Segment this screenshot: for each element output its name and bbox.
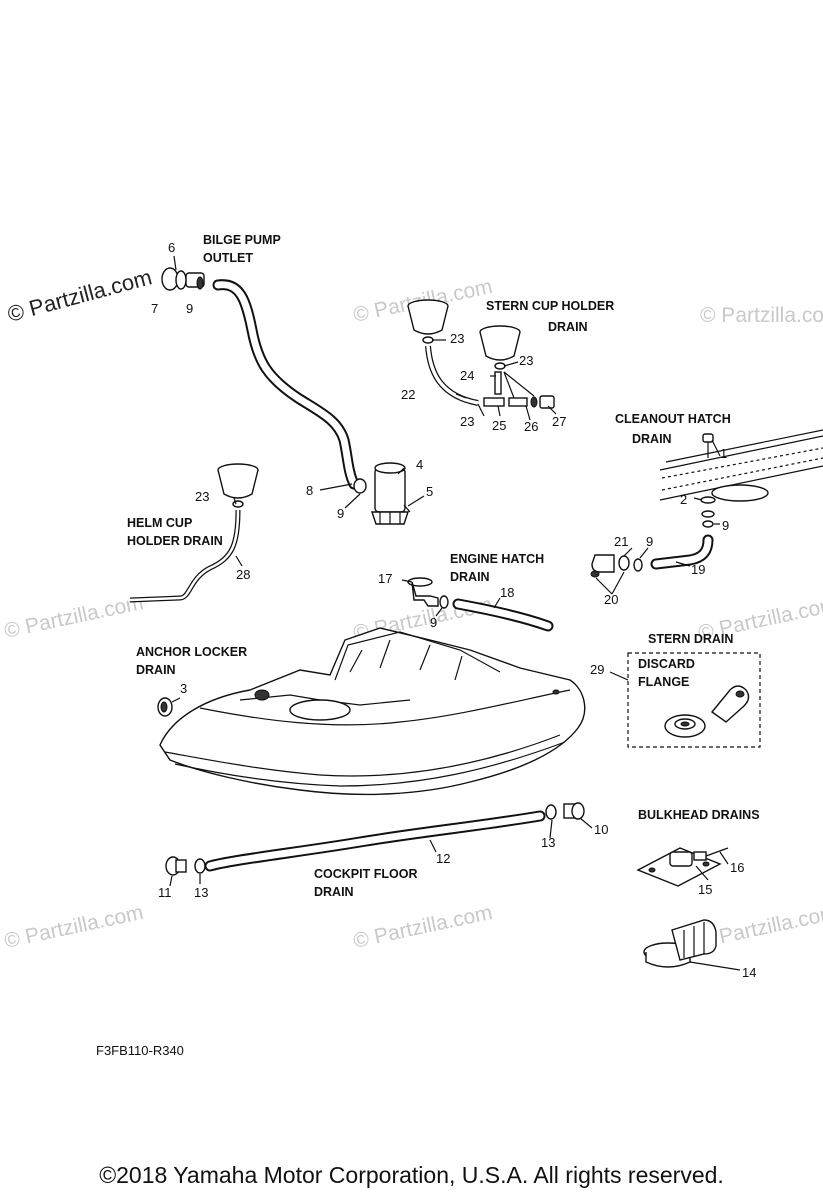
callout-17: 17 <box>378 571 392 586</box>
callout-27: 27 <box>552 414 566 429</box>
label-cockpit-drain: DRAIN <box>314 885 354 899</box>
watermark: © Partzilla.com <box>2 901 145 953</box>
diagram-code: F3FB110-R340 <box>96 1043 184 1058</box>
label-cleanout: CLEANOUT HATCH <box>615 412 731 426</box>
label-anchor-drain: DRAIN <box>136 663 176 677</box>
engine-hatch-drain <box>407 577 554 632</box>
callout-9d: 9 <box>646 534 653 549</box>
label-stern-cup-drain: DRAIN <box>548 320 588 334</box>
callout-12: 12 <box>436 851 450 866</box>
callout-9b: 9 <box>337 506 344 521</box>
callout-18: 18 <box>500 585 514 600</box>
callout-22: 22 <box>401 387 415 402</box>
bilge-pump-hose <box>161 267 411 525</box>
stern-drain-group <box>609 652 761 748</box>
watermark: © Partzilla.com <box>700 304 823 327</box>
callout-3: 3 <box>180 681 187 696</box>
helm-cup-holder-drain <box>129 463 259 603</box>
callout-23d: 23 <box>195 489 209 504</box>
callout-28: 28 <box>236 567 250 582</box>
stern-cup-holder-drain <box>407 299 555 409</box>
callout-16: 16 <box>730 860 744 875</box>
copyright-notice: ©2018 Yamaha Motor Corporation, U.S.A. A… <box>99 1162 724 1188</box>
callout-7: 7 <box>151 301 158 316</box>
callout-9: 9 <box>186 301 193 316</box>
callout-13b: 13 <box>194 885 208 900</box>
callout-9c: 9 <box>430 615 437 630</box>
callout-25: 25 <box>492 418 506 433</box>
callout-10: 10 <box>594 822 608 837</box>
label-bilge-outlet: OUTLET <box>203 251 253 265</box>
callout-5: 5 <box>426 484 433 499</box>
callout-8: 8 <box>306 483 313 498</box>
callout-11: 11 <box>158 885 172 900</box>
label-discard: DISCARD <box>638 657 695 671</box>
bulkhead-drains <box>636 847 729 968</box>
callout-1: 1 <box>720 446 727 461</box>
callout-23b: 23 <box>519 353 533 368</box>
section-labels: BILGE PUMP OUTLET STERN CUP HOLDER DRAIN… <box>127 233 760 899</box>
label-bulkhead: BULKHEAD DRAINS <box>638 808 760 822</box>
callout-2: 2 <box>680 492 687 507</box>
label-stern-cup: STERN CUP HOLDER <box>486 299 614 313</box>
watermark: © Partzilla.com <box>351 901 494 953</box>
callout-6: 6 <box>168 240 175 255</box>
callout-15: 15 <box>698 882 712 897</box>
callout-23c: 23 <box>460 414 474 429</box>
callout-13: 13 <box>541 835 555 850</box>
label-engine-hatch: ENGINE HATCH <box>450 552 544 566</box>
label-flange: FLANGE <box>638 675 689 689</box>
label-engine-drain: DRAIN <box>450 570 490 584</box>
label-cleanout-drain: DRAIN <box>632 432 672 446</box>
callout-24: 24 <box>460 368 474 383</box>
label-bilge-pump: BILGE PUMP <box>203 233 281 247</box>
callout-14: 14 <box>742 965 756 980</box>
callout-23: 23 <box>450 331 464 346</box>
label-stern-drain: STERN DRAIN <box>648 632 733 646</box>
label-anchor-locker: ANCHOR LOCKER <box>136 645 247 659</box>
callout-4: 4 <box>416 457 423 472</box>
callout-numbers: 1 2 3 4 5 6 7 8 9 9 9 9 9 10 11 12 13 13… <box>151 240 756 980</box>
cleanout-hatch-drain <box>590 429 823 578</box>
boat-hull <box>157 627 586 796</box>
watermark: © Partzilla.com <box>2 591 145 643</box>
label-helm-drain: HOLDER DRAIN <box>127 534 223 548</box>
callout-20: 20 <box>604 592 618 607</box>
leader-lines <box>169 255 741 971</box>
callout-29: 29 <box>590 662 604 677</box>
label-helm-cup: HELM CUP <box>127 516 192 530</box>
cockpit-floor-drain <box>165 802 585 876</box>
callout-21: 21 <box>614 534 628 549</box>
callout-19: 19 <box>691 562 705 577</box>
watermark-dark: © Partzilla.com <box>5 264 155 327</box>
callout-9e: 9 <box>722 518 729 533</box>
label-cockpit-floor: COCKPIT FLOOR <box>314 867 417 881</box>
watermarks: © Partzilla.com © Partzilla.com © Partzi… <box>2 264 823 953</box>
callout-26: 26 <box>524 419 538 434</box>
